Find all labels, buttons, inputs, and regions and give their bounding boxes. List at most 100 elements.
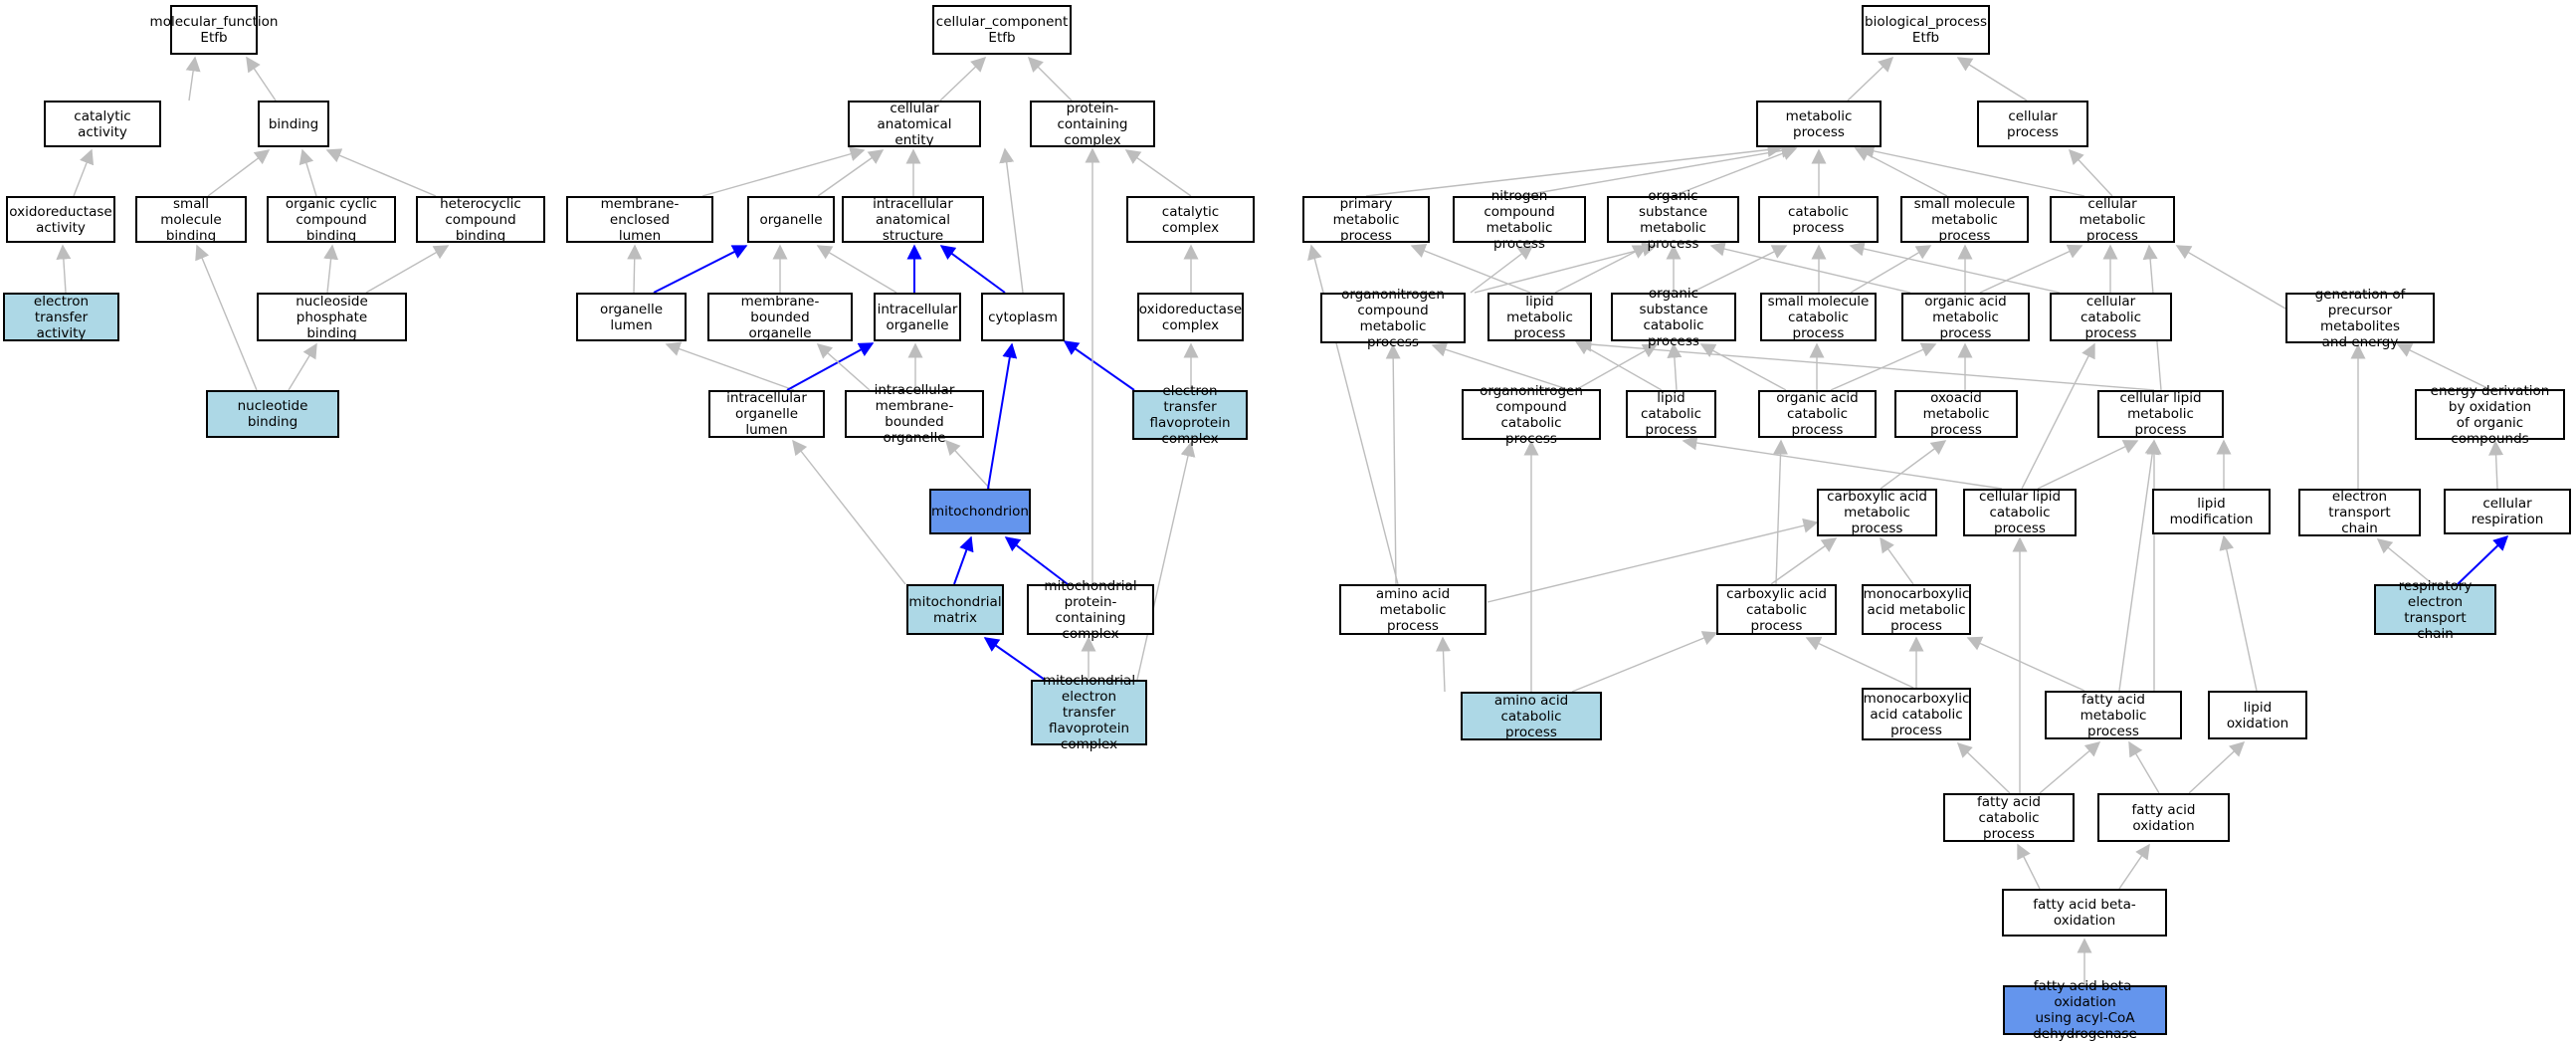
edge-lcp-oscp (1667, 342, 1683, 391)
node-cellular-process[interactable]: cellular process (1977, 101, 2088, 147)
node-oxoacid-metabolic-process[interactable]: oxoacid metabolic process (1894, 390, 2018, 438)
edge-aamp-oncmp (1385, 343, 1401, 585)
node-molecular-function[interactable]: molecular_function Etfb (150, 5, 278, 55)
node-intracellular-organelle-lumen[interactable]: intracellular organelle lumen (708, 390, 825, 438)
node-lipid-catabolic-process[interactable]: lipid catabolic process (1626, 390, 1716, 438)
edge-oncmp-ncmp (1470, 245, 1534, 294)
edge-ocb (298, 148, 317, 197)
node-amino-acid-metabolic-process[interactable]: amino acid metabolic process (1339, 584, 1486, 635)
node-lipid-modification[interactable]: lipid modification (2152, 489, 2271, 534)
node-organonitrogen-compound-metabolic-process[interactable]: organonitrogen compound metabolic proces… (1320, 287, 1466, 350)
node-lipid-oxidation[interactable]: lipid oxidation (2208, 691, 2307, 739)
edge-iol-ol (665, 341, 795, 391)
node-amino-acid-catabolic-process[interactable]: amino acid catabolic process (1461, 692, 1602, 740)
node-mitochondrial-protein-containing-complex[interactable]: mitochondrial protein-containing complex (1027, 578, 1154, 642)
node-heterocyclic-compound-binding[interactable]: heterocyclic compound binding (416, 196, 545, 244)
edge-imbo-mbo (816, 343, 871, 391)
edge-ol-org (653, 245, 748, 294)
edge-fao-lox (2188, 740, 2246, 794)
edge-metfc-etfc (1136, 441, 1196, 681)
node-electron-transfer-activity[interactable]: electron transfer activity (3, 293, 119, 341)
edge-cmp-mp (1859, 143, 2085, 197)
node-catabolic-process[interactable]: catabolic process (1758, 196, 1879, 243)
node-nucleoside-phosphate-binding[interactable]: nucleoside phosphate binding (257, 293, 407, 341)
node-intracellular-anatomical-structure[interactable]: intracellular anatomical structure (842, 196, 984, 244)
node-membrane-bounded-organelle[interactable]: membrane-bounded organelle (707, 293, 853, 341)
node-carboxylic-acid-metabolic-process[interactable]: carboxylic acid metabolic process (1817, 489, 1937, 536)
node-organic-acid-catabolic-process[interactable]: organic acid catabolic process (1758, 390, 1877, 438)
node-cytoplasm[interactable]: cytoplasm (981, 293, 1065, 341)
node-membrane-enclosed-lumen[interactable]: membrane-enclosed lumen (566, 196, 713, 244)
edge-oacp-oamp (1830, 342, 1937, 391)
node-mitochondrial-electron-transfer-flavoprotein-complex[interactable]: mitochondrial electron transfer flavopro… (1031, 673, 1147, 752)
node-monocarboxylic-acid-metabolic-process[interactable]: monocarboxylic acid metabolic process (1862, 584, 1971, 635)
node-protein-containing-complex[interactable]: protein-containing complex (1030, 101, 1155, 148)
node-intracellular-membrane-bounded-organelle[interactable]: intracellular membrane-bounded organelle (845, 382, 984, 446)
node-organelle-lumen[interactable]: organelle lumen (576, 293, 687, 341)
edge-cr-edo (2488, 440, 2504, 490)
node-generation-of-precursor-metabolites-and-energy[interactable]: generation of precursor metabolites and … (2285, 287, 2435, 350)
node-fatty-acid-beta-oxidation[interactable]: fatty acid beta-oxidation (2002, 889, 2167, 937)
node-intracellular-organelle[interactable]: intracellular organelle (874, 293, 961, 341)
node-mitochondrion[interactable]: mitochondrion (929, 489, 1031, 534)
node-primary-metabolic-process[interactable]: primary metabolic process (1302, 196, 1430, 244)
node-cellular-respiration[interactable]: cellular respiration (2444, 489, 2571, 534)
edge-gpme-cmp (2175, 245, 2286, 310)
node-small-molecule-catabolic-process[interactable]: small molecule catabolic process (1760, 293, 1877, 341)
node-fatty-acid-oxidation[interactable]: fatty acid oxidation (2097, 793, 2230, 842)
node-organic-acid-metabolic-process[interactable]: organic acid metabolic process (1901, 293, 2030, 341)
edge-clcp-ccp (2021, 342, 2095, 490)
node-fatty-acid-metabolic-process[interactable]: fatty acid metabolic process (2045, 691, 2182, 739)
node-respiratory-electron-transport-chain[interactable]: respiratory electron transport chain (2374, 578, 2496, 642)
node-organonitrogen-compound-catabolic-process[interactable]: organonitrogen compound catabolic proces… (1462, 383, 1601, 447)
edge-organelle (817, 149, 885, 197)
edge-oamp-osmp (1709, 241, 1911, 294)
node-organelle[interactable]: organelle (747, 196, 835, 243)
edge-catalytic-activity (185, 56, 201, 102)
edge-edo-gpme (2396, 343, 2490, 390)
node-oxidoreductase-complex[interactable]: oxidoreductase complex (1137, 293, 1244, 341)
node-organic-cyclic-compound-binding[interactable]: organic cyclic compound binding (267, 196, 396, 244)
node-binding[interactable]: binding (258, 101, 329, 147)
edge-facp-mcacp (1956, 741, 2011, 794)
node-catalytic-complex[interactable]: catalytic complex (1126, 196, 1255, 243)
node-mitochondrial-matrix[interactable]: mitochondrial matrix (906, 584, 1004, 635)
node-fatty-acid-catabolic-process[interactable]: fatty acid catabolic process (1943, 793, 2075, 842)
edge-oscp-catp (1690, 245, 1788, 294)
edge-cyto-cae (999, 147, 1024, 294)
node-fatty-acid-beta-oxidation-using-acyl-coa-dehydrogenase[interactable]: fatty acid beta-oxidation using acyl-CoA… (2003, 978, 2167, 1042)
node-metabolic-process[interactable]: metabolic process (1756, 101, 1882, 147)
edge-cp (1956, 57, 2028, 102)
edge-pmp (1365, 142, 1783, 197)
node-small-molecule-metabolic-process[interactable]: small molecule metabolic process (1900, 196, 2029, 244)
node-organic-substance-catabolic-process[interactable]: organic substance catabolic process (1611, 286, 1736, 349)
edge-cacp-camp (1770, 537, 1838, 585)
node-oxidoreductase-activity[interactable]: oxidoreductase activity (6, 196, 115, 243)
node-nucleotide-binding[interactable]: nucleotide binding (206, 390, 339, 438)
node-cellular-catabolic-process[interactable]: cellular catabolic process (2050, 293, 2172, 341)
node-carboxylic-acid-catabolic-process[interactable]: carboxylic acid catabolic process (1716, 584, 1837, 635)
edge-io-org (816, 245, 897, 294)
edge-iol-io (786, 342, 875, 391)
edge-aacp-cacp (1571, 631, 1718, 693)
node-monocarboxylic-acid-catabolic-process[interactable]: monocarboxylic acid catabolic process (1862, 688, 1971, 740)
node-cellular-anatomical-entity[interactable]: cellular anatomical entity (848, 101, 981, 148)
node-cellular-lipid-metabolic-process[interactable]: cellular lipid metabolic process (2097, 390, 2224, 438)
node-nitrogen-compound-metabolic-process[interactable]: nitrogen compound metabolic process (1453, 188, 1586, 252)
node-electron-transport-chain[interactable]: electron transport chain (2298, 489, 2421, 536)
node-cellular-component[interactable]: cellular_component Etfb (932, 5, 1072, 55)
node-lipid-metabolic-process[interactable]: lipid metabolic process (1487, 293, 1592, 341)
edge-oncmp-osmp (1474, 242, 1658, 294)
edge-mcamp-camp (1880, 536, 1914, 585)
node-biological-process[interactable]: biological_process Etfb (1862, 5, 1990, 55)
node-cellular-lipid-catabolic-process[interactable]: cellular lipid catabolic process (1963, 489, 2077, 536)
edge-mm-iol (792, 439, 906, 585)
node-energy-derivation-by-oxidation-of-organic-compounds[interactable]: energy derivation by oxidation of organi… (2415, 383, 2565, 447)
edge-cacp-oacp (1773, 439, 1789, 585)
node-electron-transfer-flavoprotein-complex[interactable]: electron transfer flavoprotein complex (1132, 383, 1248, 447)
node-catalytic-activity[interactable]: catalytic activity (44, 101, 161, 147)
node-cellular-metabolic-process[interactable]: cellular metabolic process (2050, 196, 2175, 244)
node-organic-substance-metabolic-process[interactable]: organic substance metabolic process (1607, 188, 1739, 252)
node-small-molecule-binding[interactable]: small molecule binding (135, 196, 247, 244)
